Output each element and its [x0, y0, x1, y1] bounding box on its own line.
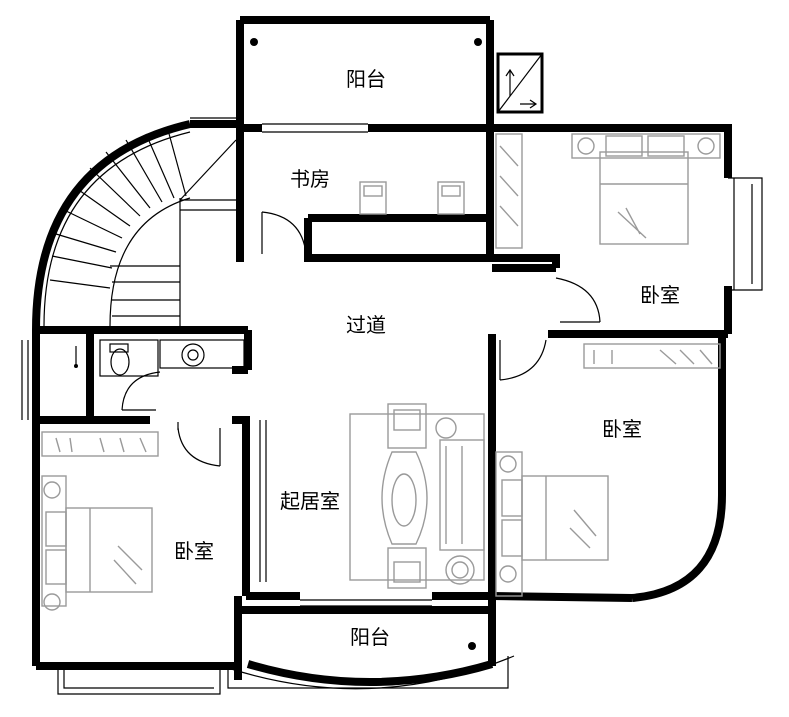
spiral-staircase — [43, 129, 237, 327]
room-label-study: 书房 — [290, 167, 330, 191]
doors — [121, 211, 601, 582]
living-room-furniture — [349, 403, 485, 589]
windows — [262, 123, 432, 607]
bathroom — [74, 339, 245, 377]
room-label-bedroom-right-top: 卧室 — [640, 283, 680, 307]
room-label-bedroom-right-mid: 卧室 — [602, 417, 642, 441]
room-label-bedroom-left: 卧室 — [174, 539, 214, 563]
toilet-icon — [110, 348, 130, 376]
shaft — [496, 52, 544, 114]
room-label-living-room: 起居室 — [280, 489, 340, 513]
room-label-corridor: 过道 — [346, 313, 386, 337]
walls — [32, 16, 732, 686]
room-label-balcony-bottom: 阳台 — [350, 625, 390, 649]
bedroom-left-furniture — [41, 431, 159, 611]
bedroom-mid-furniture — [495, 343, 721, 597]
study-furniture — [359, 181, 465, 215]
sink-icon — [181, 343, 205, 367]
room-label-balcony-top: 阳台 — [346, 67, 386, 91]
bedroom-top-furniture — [495, 133, 721, 249]
balcony-rails — [21, 117, 763, 695]
room-labels: 阳台 书房 卧室 过道 卧室 起居室 卧室 阳台 — [174, 67, 680, 649]
